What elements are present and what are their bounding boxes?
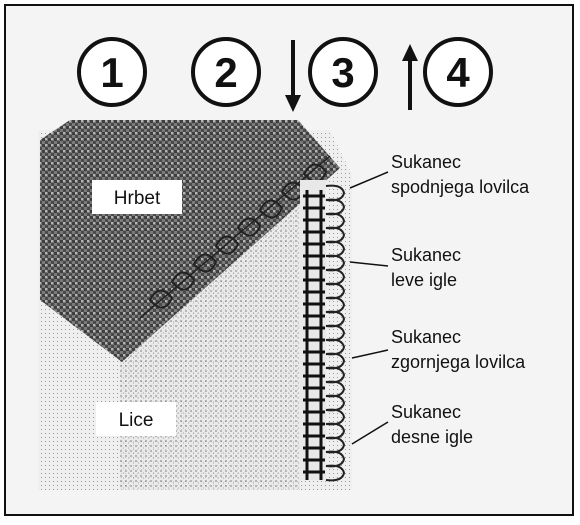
edge-loop bbox=[325, 464, 346, 482]
step-4: 4 bbox=[402, 37, 493, 110]
step-1-number: 1 bbox=[100, 49, 123, 96]
callout-2-line1: Sukanec bbox=[391, 245, 461, 265]
back-fabric-label: Hrbet bbox=[114, 188, 161, 209]
callout-4-line2: desne igle bbox=[391, 427, 473, 447]
leader-upper-looper bbox=[351, 349, 389, 359]
callout-1-line1: Sukanec bbox=[391, 152, 461, 172]
callout-upper-looper: Sukanec zgornjega lovilca bbox=[391, 327, 526, 372]
step-2: 2 bbox=[191, 37, 261, 107]
face-fabric-label: Lice bbox=[119, 410, 154, 431]
leader-right-needle bbox=[351, 421, 389, 445]
back-label-box: Hrbet bbox=[92, 180, 182, 214]
leader-left-needle bbox=[349, 261, 389, 267]
callout-3-line1: Sukanec bbox=[391, 327, 461, 347]
leader-lower-looper bbox=[349, 171, 389, 189]
callout-left-needle: Sukanec leve igle bbox=[391, 245, 461, 290]
up-arrowhead-icon bbox=[402, 44, 418, 61]
callout-lower-looper: Sukanec spodnjega lovilca bbox=[391, 152, 530, 197]
callout-1-line2: spodnjega lovilca bbox=[391, 177, 530, 197]
step-3-circle bbox=[308, 37, 378, 107]
callout-leaders bbox=[349, 171, 389, 445]
step-1-circle bbox=[77, 37, 147, 107]
edge-looper-loops bbox=[325, 184, 346, 482]
step-3: 3 bbox=[285, 37, 378, 112]
callout-right-needle: Sukanec desne igle bbox=[391, 402, 473, 447]
face-label-box: Lice bbox=[96, 402, 176, 436]
down-arrowhead-icon bbox=[285, 95, 301, 112]
step-4-circle bbox=[423, 37, 493, 107]
seam-chain bbox=[300, 180, 326, 480]
step-4-number: 4 bbox=[446, 49, 470, 96]
step-2-number: 2 bbox=[214, 49, 237, 96]
callout-4-line1: Sukanec bbox=[391, 402, 461, 422]
callout-3-line2: zgornjega lovilca bbox=[391, 352, 526, 372]
callout-2-line2: leve igle bbox=[391, 270, 457, 290]
step-3-number: 3 bbox=[331, 49, 354, 96]
step-2-circle bbox=[191, 37, 261, 107]
step-1: 1 bbox=[77, 37, 147, 107]
